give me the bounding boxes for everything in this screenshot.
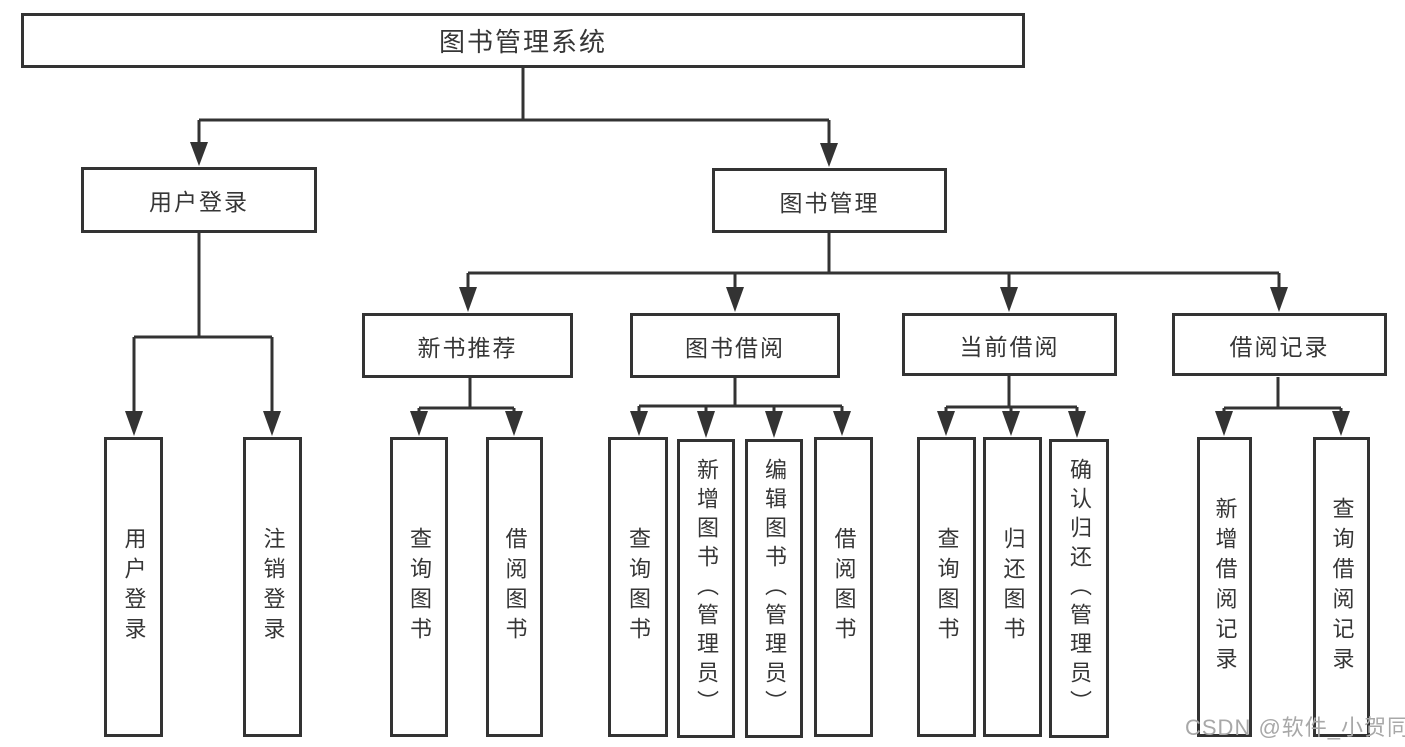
arrowhead-icon xyxy=(263,411,281,436)
connector-currentborrow-to-children xyxy=(937,376,1086,438)
leaf-logout: 注销登录 xyxy=(243,437,302,737)
node-book-management: 图书管理 xyxy=(712,168,947,233)
arrowhead-icon xyxy=(820,143,838,167)
arrowhead-icon xyxy=(1215,411,1233,436)
arrowhead-icon xyxy=(765,411,783,438)
arrowhead-icon xyxy=(459,287,477,312)
leaf-borrow-books-2: 借阅图书 xyxy=(814,437,873,737)
arrowhead-icon xyxy=(505,411,523,436)
arrowhead-icon xyxy=(1270,287,1288,312)
arrowhead-icon xyxy=(1068,411,1086,438)
arrowhead-icon xyxy=(125,411,143,436)
node-borrow-records: 借阅记录 xyxy=(1172,313,1387,376)
node-user-login: 用户登录 xyxy=(81,167,317,233)
leaf-query-books-1: 查询图书 xyxy=(390,437,448,737)
connector-root-to-level2 xyxy=(190,68,838,167)
connector-userlogin-to-children xyxy=(125,233,281,436)
leaf-query-books-3: 查询图书 xyxy=(917,437,976,737)
leaf-confirm-return-admin: 确认归还（管理员） xyxy=(1049,439,1109,738)
arrowhead-icon xyxy=(833,411,851,436)
arrowhead-icon xyxy=(697,411,715,438)
arrowhead-icon xyxy=(937,411,955,436)
arrowhead-icon xyxy=(1002,411,1020,436)
leaf-user-login: 用户登录 xyxy=(104,437,163,737)
arrowhead-icon xyxy=(1332,411,1350,436)
arrowhead-icon xyxy=(190,142,208,166)
connector-newbookrec-to-children xyxy=(410,377,523,436)
leaf-add-borrow-record: 新增借阅记录 xyxy=(1197,437,1252,737)
node-book-borrow: 图书借阅 xyxy=(630,313,840,378)
arrowhead-icon xyxy=(726,287,744,312)
leaf-borrow-books-1: 借阅图书 xyxy=(486,437,543,737)
connector-bookborrow-to-children xyxy=(630,377,851,438)
arrowhead-icon xyxy=(1000,287,1018,312)
connector-bookmgmt-to-level3 xyxy=(459,233,1288,312)
watermark-text: CSDN @软件_小贺同学 xyxy=(1185,715,1405,740)
node-new-book-recommend: 新书推荐 xyxy=(362,313,573,378)
node-system-root: 图书管理系统 xyxy=(21,13,1025,68)
arrowhead-icon xyxy=(410,411,428,436)
connector-borrowrecords-to-children xyxy=(1215,377,1350,436)
leaf-query-books-2: 查询图书 xyxy=(608,437,668,737)
node-current-borrow: 当前借阅 xyxy=(902,313,1117,376)
leaf-add-books-admin: 新增图书（管理员） xyxy=(677,439,735,738)
leaf-query-borrow-record: 查询借阅记录 xyxy=(1313,437,1370,737)
leaf-edit-books-admin: 编辑图书（管理员） xyxy=(745,439,803,738)
leaf-return-books: 归还图书 xyxy=(983,437,1042,737)
arrowhead-icon xyxy=(630,411,648,436)
